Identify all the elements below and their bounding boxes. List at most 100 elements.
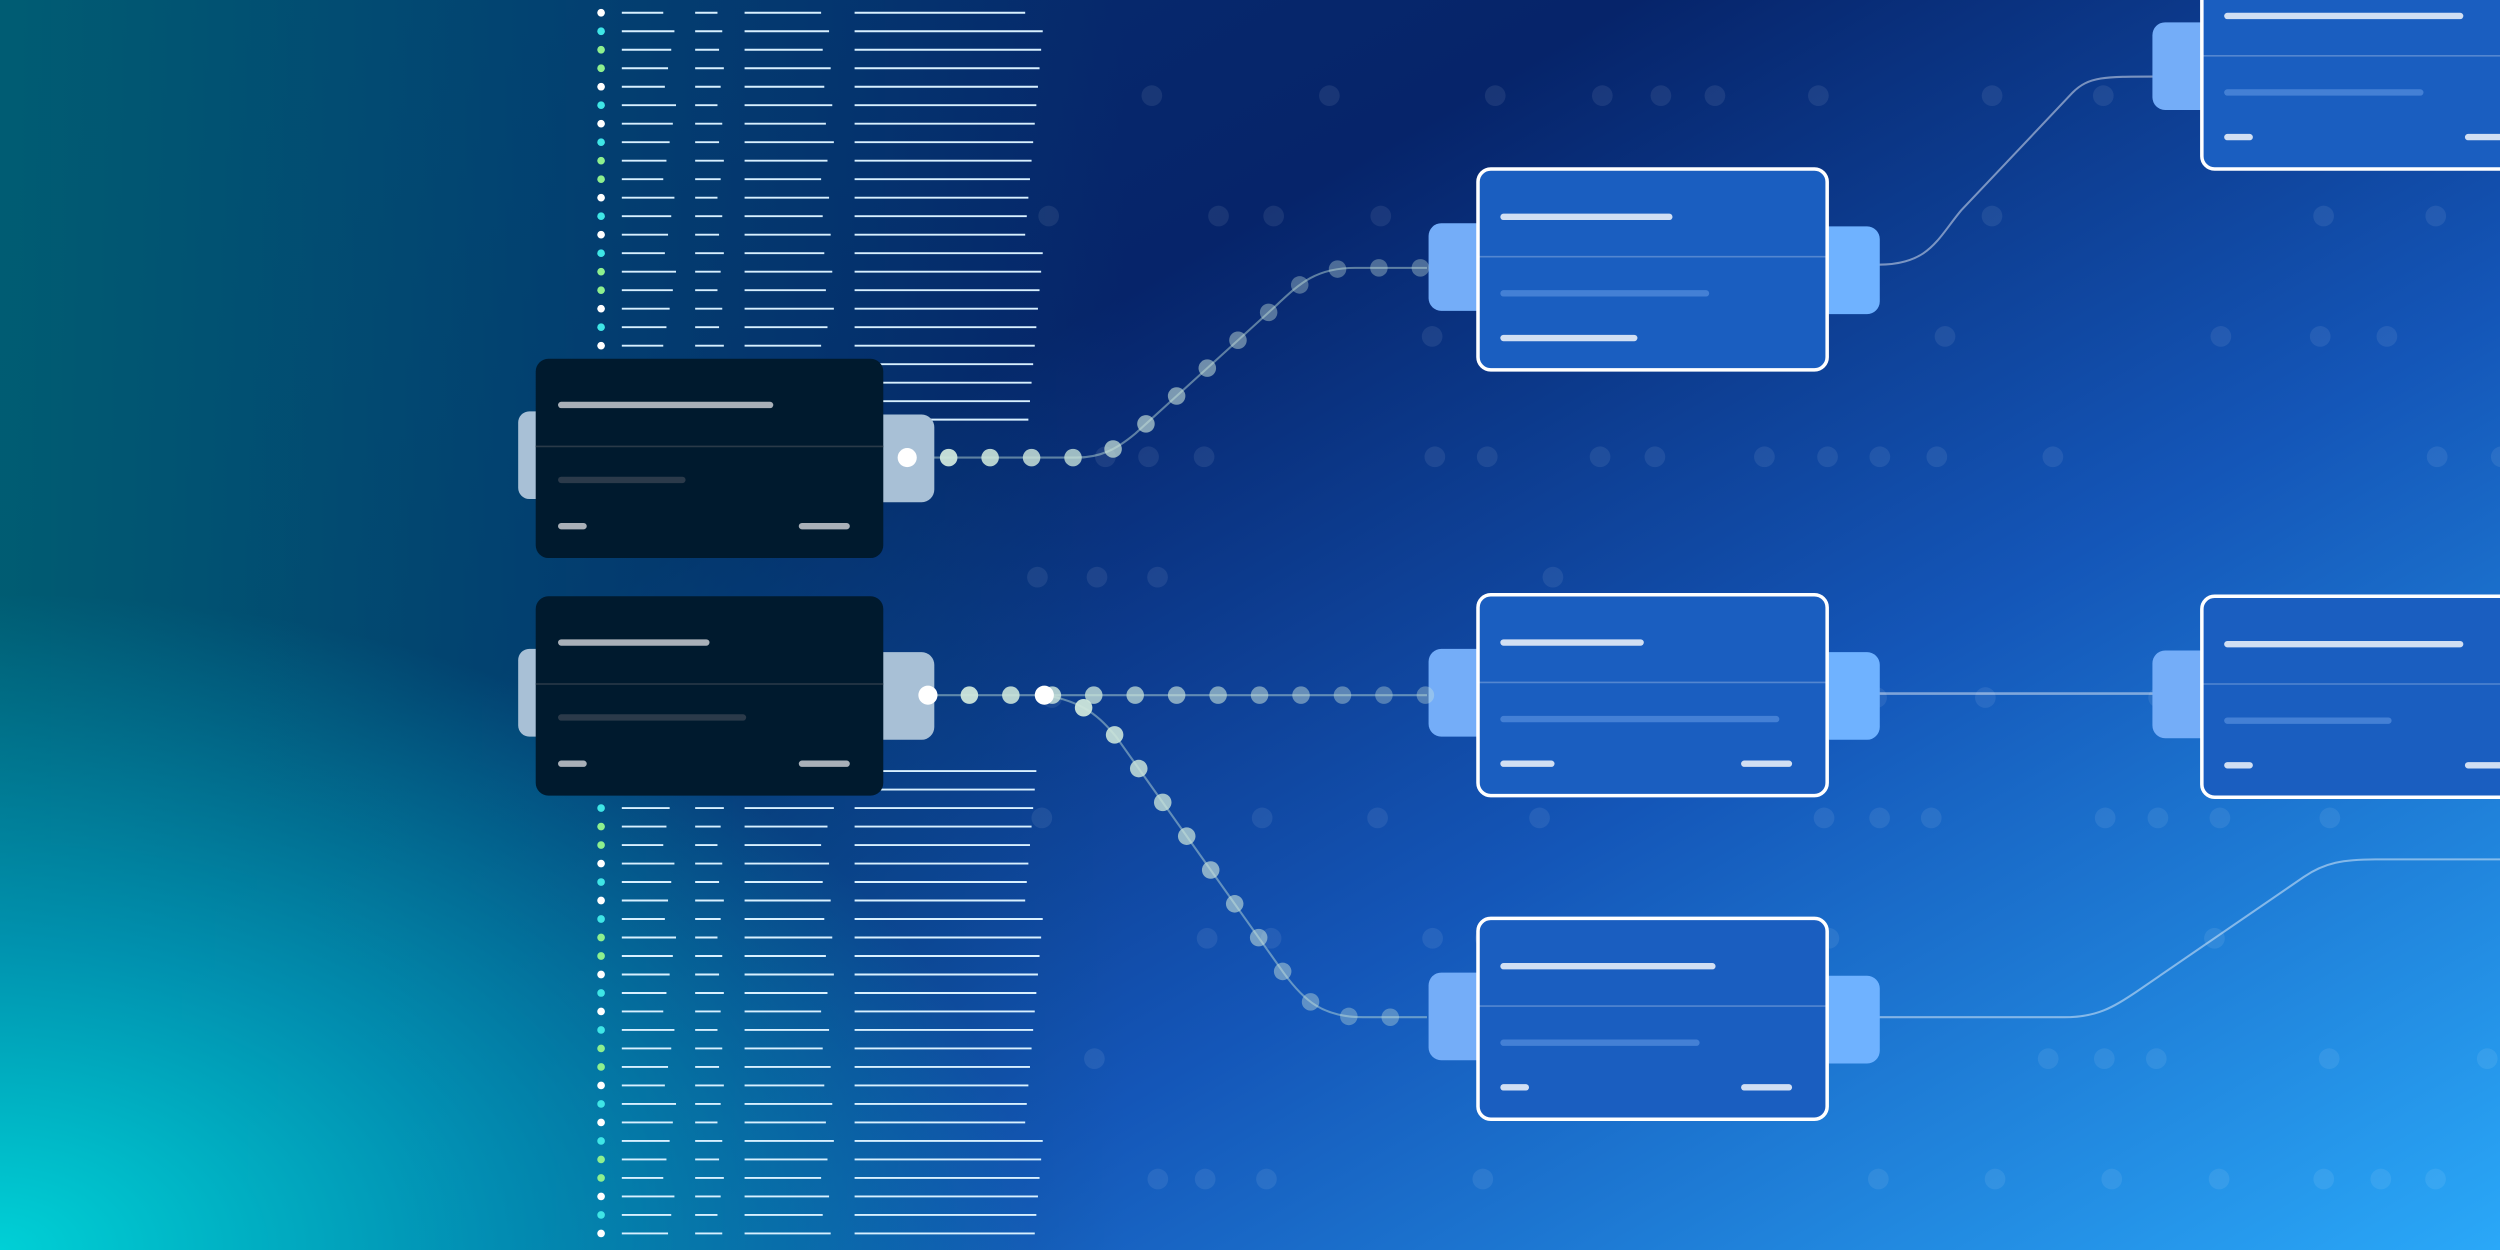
background-dot [2037, 1048, 2059, 1070]
background-dot [1147, 1168, 1169, 1190]
background-dot [1086, 566, 1108, 588]
background-dot [1984, 1168, 2006, 1190]
log-status-dot [597, 8, 605, 17]
log-status-dot [597, 1100, 605, 1108]
background-dot [1934, 326, 1956, 347]
connector-line [907, 266, 1427, 459]
background-dot [1424, 446, 1446, 468]
log-status-dot [597, 859, 605, 868]
connector-dot [1333, 686, 1352, 704]
nodes [518, 0, 2500, 1122]
connector-dot [1301, 993, 1320, 1011]
background-dot [1484, 85, 1506, 107]
log-status-dot [597, 212, 605, 221]
background-dot [1084, 1048, 1105, 1070]
connector-dot [981, 448, 999, 467]
background-dot [1869, 446, 1891, 468]
background-dot [1817, 446, 1838, 468]
connector-dot [1416, 686, 1435, 704]
card-footer-bar [1741, 1084, 1793, 1091]
card-footer-bar [1500, 760, 1555, 767]
connector-dot [1229, 331, 1247, 350]
card-title-bar [1500, 639, 1644, 646]
log-status-dot [597, 1044, 605, 1053]
log-status-dot [597, 1211, 605, 1219]
background-dot [1193, 446, 1215, 468]
card-footer-bar [558, 522, 587, 530]
background-dot [2093, 1048, 2115, 1070]
log-status-dot [597, 230, 605, 239]
background-dot [1147, 566, 1168, 588]
background-dot [2425, 1168, 2446, 1190]
connector-dot [1249, 928, 1268, 947]
connector-dot [1084, 686, 1103, 704]
background-dot [2313, 1168, 2335, 1190]
log-status-dot [597, 341, 605, 350]
card-footer-bar [1500, 1084, 1530, 1091]
background-dot [2376, 326, 2398, 347]
connector-line [1044, 694, 1427, 1019]
connector-dot [1022, 448, 1041, 467]
target-node-card [2200, 0, 2500, 171]
log-status-dot [597, 841, 605, 849]
log-status-dot [597, 952, 605, 960]
connector-dot [1292, 686, 1310, 704]
background-dot [1256, 1168, 1277, 1190]
background-dot [1194, 1168, 1216, 1190]
connector-dot [1137, 415, 1155, 433]
background-dot [1251, 807, 1273, 829]
card-title-bar [2224, 12, 2464, 20]
card-title-bar [558, 639, 710, 646]
background-dot [1869, 807, 1890, 829]
output-handle [1812, 652, 1880, 740]
background-dot [1138, 446, 1159, 468]
connector-dot [1074, 698, 1093, 717]
log-status-dot [597, 304, 605, 313]
background-dot [2101, 1168, 2123, 1190]
background-dot [2370, 1168, 2392, 1190]
background-dot [1529, 807, 1550, 829]
background-dot [2318, 1048, 2340, 1070]
connector-dot [1328, 260, 1347, 278]
background-dot [1920, 807, 1942, 829]
background-dot [1031, 807, 1053, 829]
background-dot [2313, 205, 2334, 227]
card-subtitle-bar [558, 714, 747, 721]
background-dot [1974, 687, 1996, 708]
log-status-dot [597, 1174, 605, 1182]
connector-dot [1167, 387, 1186, 405]
source-node-card [535, 358, 884, 559]
connector-line [1878, 858, 2500, 1019]
log-status-dot [597, 64, 605, 73]
background-dot [1476, 446, 1498, 468]
background-dot [1981, 85, 2003, 107]
card-subtitle-bar [1500, 715, 1780, 723]
background-dot [1472, 1168, 1494, 1190]
connector-dot [1290, 276, 1309, 294]
connector-dot [1105, 726, 1124, 744]
connector-dot [1153, 793, 1172, 812]
log-status-dot [597, 1229, 605, 1238]
connector-dot [1340, 1007, 1358, 1026]
log-status-dot [597, 1007, 605, 1016]
log-status-dot [597, 267, 605, 276]
log-status-dot [597, 1192, 605, 1201]
connector-dot [1034, 685, 1054, 705]
background-dot [1027, 566, 1048, 588]
background-dot [2426, 446, 2448, 468]
background-dot [1370, 205, 1392, 227]
log-status-dot [597, 27, 605, 36]
connector-dot [1381, 1008, 1400, 1026]
connector-dot [1201, 861, 1220, 879]
connector-dot [1375, 686, 1393, 704]
card-title-bar [2224, 640, 2464, 648]
background-dot [1813, 807, 1835, 829]
source-node-card [535, 596, 884, 796]
background-dot [2208, 1168, 2230, 1190]
card-footer-bar [1741, 760, 1793, 767]
connector-dot [1250, 686, 1269, 704]
connector-dot [1259, 303, 1278, 322]
background-dot [2210, 326, 2232, 347]
